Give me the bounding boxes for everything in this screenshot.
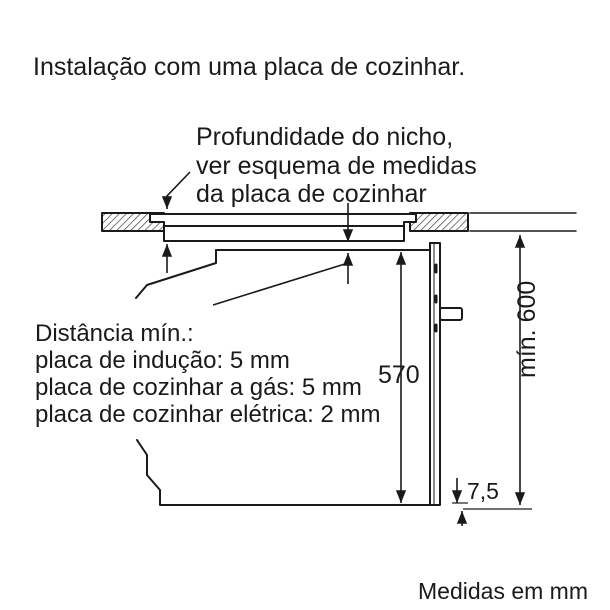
niche-callout-line2: ver esquema de medidas (196, 152, 477, 180)
dimension-570: 570 (378, 361, 420, 389)
hob-outline (149, 213, 417, 242)
niche-callout-line3: da placa de cozinhar (196, 180, 427, 208)
units-note: Medidas em mm (418, 578, 588, 604)
min-distance-gas: placa de cozinhar a gás: 5 mm (35, 374, 362, 401)
min-distance-electric: placa de cozinhar elétrica: 2 mm (35, 401, 381, 428)
dimension-7-5: 7,5 (467, 478, 499, 504)
oven-knob (439, 307, 463, 321)
niche-leader (161, 171, 191, 209)
dimension-min-600: mín. 600 (513, 280, 541, 378)
niche-callout-line1: Profundidade do nicho, (196, 123, 454, 151)
min-distance-heading: Distância mín.: (35, 320, 194, 347)
min-distance-induction: placa de indução: 5 mm (35, 347, 290, 374)
distance-leader (212, 262, 349, 306)
countertop-right (409, 212, 469, 232)
oven-door (429, 242, 441, 506)
diagram-title: Instalação com uma placa de cozinhar. (33, 53, 466, 81)
oven-outline (135, 249, 217, 299)
